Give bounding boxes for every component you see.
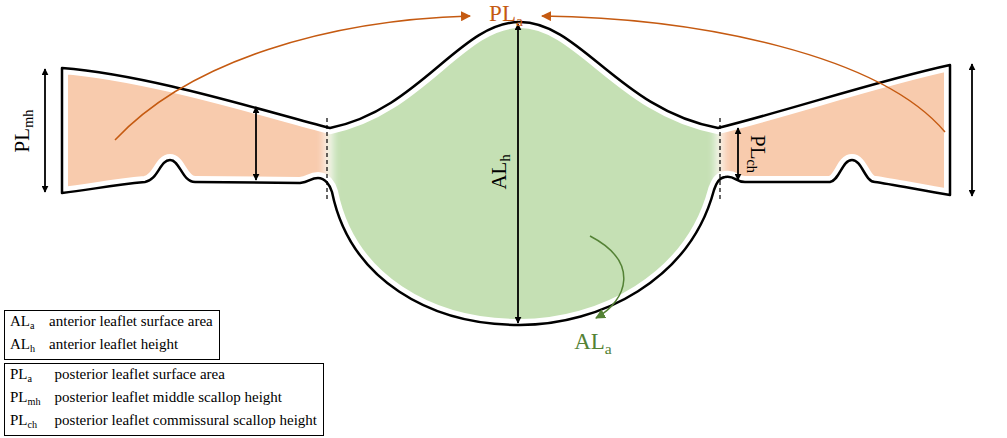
symbol-subscript: a	[605, 340, 612, 357]
dimension-arrow	[44, 69, 46, 192]
area-arrow	[542, 16, 945, 132]
commissure-line	[326, 118, 327, 200]
symbol-name: PL	[10, 389, 28, 405]
symbol-subscript: mh	[21, 110, 37, 128]
symbol-subscript: a	[30, 320, 35, 331]
area-label: PLa	[489, 2, 523, 28]
abbreviation: ALh	[10, 335, 35, 358]
symbol-name: AL	[10, 313, 30, 329]
abbreviation: PLa	[10, 365, 41, 388]
legend-box: ALaanterior leaflet surface areaALhanter…	[4, 310, 220, 360]
definition-text: posterior leaflet middle scallop height	[55, 388, 317, 411]
symbol-name: AL	[10, 336, 30, 352]
abbreviation: PLch	[10, 411, 41, 434]
dimension-label: ALh	[489, 154, 513, 189]
dimension-arrow	[971, 64, 973, 196]
dimension-label: PLmh	[12, 110, 36, 153]
symbol-subscript: mh	[28, 396, 41, 407]
symbol-name: PL	[10, 412, 28, 428]
symbol-subscript: h	[498, 154, 514, 161]
abbreviation: ALa	[10, 312, 35, 335]
dimension-arrow	[737, 128, 739, 180]
symbol-subscript: a	[28, 373, 33, 384]
definition-text: anterior leaflet surface area	[49, 312, 213, 335]
symbol-subscript: a	[516, 12, 523, 29]
dimension-arrow	[517, 24, 519, 323]
symbol-name: AL	[574, 329, 605, 354]
area-arrow	[115, 16, 470, 140]
definition-text: posterior leaflet commissural scallop he…	[55, 411, 317, 434]
symbol-name: AL	[487, 162, 511, 190]
symbol-name: PL	[489, 1, 516, 26]
commissure-line	[719, 118, 720, 200]
legend-box: PLaposterior leaflet surface areaPLmhpos…	[4, 363, 324, 436]
abbreviation: PLmh	[10, 388, 41, 411]
symbol-name: PL	[746, 135, 770, 160]
area-arrow	[590, 236, 624, 318]
leaflet-outline	[62, 22, 950, 325]
symbol-name: PL	[10, 366, 28, 382]
definition-text: anterior leaflet height	[49, 335, 213, 358]
leaflet-fill	[40, 0, 973, 340]
symbol-subscript: ch	[744, 160, 760, 173]
dimension-arrow	[255, 107, 257, 180]
symbol-name: PL	[10, 128, 34, 153]
leaflet-margin	[62, 22, 950, 325]
symbol-subscript: ch	[28, 419, 38, 430]
symbol-subscript: h	[30, 343, 35, 354]
definition-text: posterior leaflet surface area	[55, 365, 317, 388]
dimension-label: PLch	[744, 135, 768, 173]
area-label: ALa	[574, 330, 612, 356]
